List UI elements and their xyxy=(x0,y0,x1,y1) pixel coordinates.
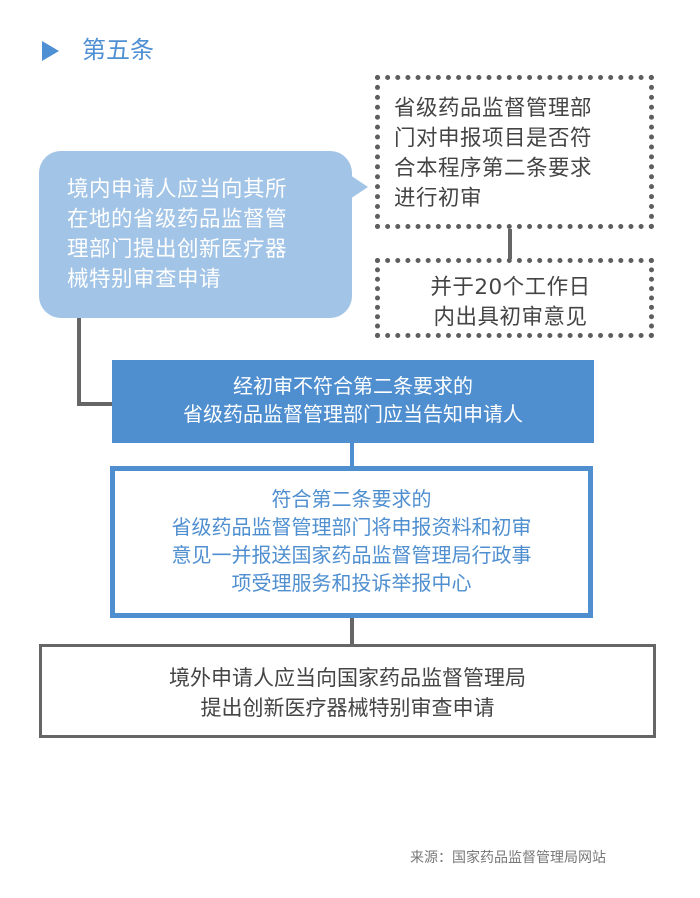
bubble-line: 械特别审查申请 xyxy=(67,267,222,292)
bubble-line: 境内申请人应当向其所 xyxy=(67,177,288,202)
bubble-line: 理部门提出创新医疗器 xyxy=(67,237,288,262)
connector-blue xyxy=(350,443,354,467)
triangle-right-icon xyxy=(42,41,59,61)
provincial-review-box: 省级药品监督管理部 门对申报项目是否符 合本程序第二条要求 进行初审 xyxy=(375,75,654,229)
rejected-notice-box: 经初审不符合第二条要求的 省级药品监督管理部门应当告知申请人 xyxy=(112,360,594,443)
box-line: 进行初审 xyxy=(394,186,483,211)
box-line: 意见一并报送国家药品监督管理局行政事 xyxy=(171,543,532,567)
review-deadline-box: 并于20个工作日 内出具初审意见 xyxy=(375,258,654,338)
box-line: 项受理服务和投诉举报中心 xyxy=(231,571,472,595)
accepted-forward-box: 符合第二条要求的 省级药品监督管理部门将申报资料和初审 意见一并报送国家药品监督… xyxy=(110,466,593,618)
box-line: 合本程序第二条要求 xyxy=(394,156,593,181)
box-line: 提出创新医疗器械特别审查申请 xyxy=(200,696,495,720)
section-title: 第五条 xyxy=(82,36,154,64)
box-line: 境外申请人应当向国家药品监督管理局 xyxy=(169,666,526,690)
box-line: 并于20个工作日 xyxy=(430,275,591,300)
box-line: 符合第二条要求的 xyxy=(271,487,432,511)
box-line: 省级药品监督管理部门应当告知申请人 xyxy=(183,402,523,426)
box-line: 门对申报项目是否符 xyxy=(394,126,593,151)
domestic-applicant-bubble: 境内申请人应当向其所 在地的省级药品监督管 理部门提出创新医疗器 械特别审查申请 xyxy=(39,151,352,318)
connector-gray xyxy=(350,618,354,645)
connector-dashed xyxy=(508,229,512,259)
connector-elbow-vertical xyxy=(77,318,81,406)
source-caption: 来源：国家药品监督管理局网站 xyxy=(410,850,606,866)
box-line: 省级药品监督管理部 xyxy=(394,96,593,121)
box-line: 省级药品监督管理部门将申报资料和初审 xyxy=(171,515,532,539)
bubble-tail xyxy=(350,175,368,199)
overseas-applicant-box: 境外申请人应当向国家药品监督管理局 提出创新医疗器械特别审查申请 xyxy=(39,644,656,738)
box-line: 内出具初审意见 xyxy=(433,305,588,330)
bubble-line: 在地的省级药品监督管 xyxy=(67,207,288,232)
box-line: 经初审不符合第二条要求的 xyxy=(233,374,473,398)
connector-elbow-horizontal xyxy=(77,402,113,406)
